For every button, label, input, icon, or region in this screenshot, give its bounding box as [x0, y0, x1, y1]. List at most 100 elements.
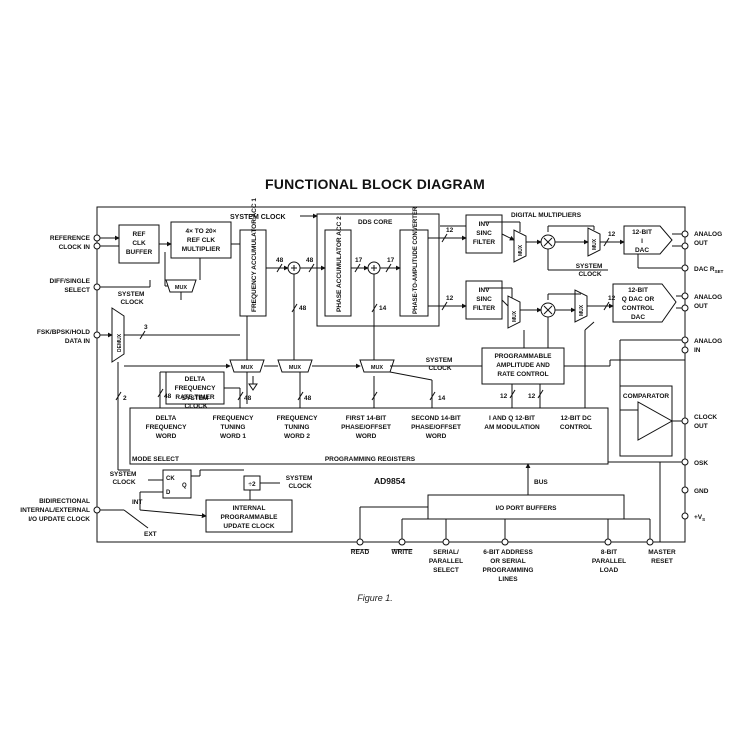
svg-text:MULTIPLIER: MULTIPLIER — [182, 246, 221, 253]
dac-i-block — [623, 225, 673, 255]
svg-text:4× TO 20×: 4× TO 20× — [186, 228, 217, 235]
svg-text:12: 12 — [608, 295, 616, 302]
mux-i-output — [587, 227, 601, 257]
bus-width-labels: 48 48 17 17 12 12 12 12 3 48 14 48 48 48… — [123, 227, 616, 402]
chip-outline — [96, 206, 686, 543]
svg-text:48: 48 — [304, 395, 312, 402]
mux-freq-1-label: MUX — [241, 365, 254, 371]
svg-text:48: 48 — [164, 393, 172, 400]
figure-caption: Figure 1. — [357, 593, 393, 603]
svg-text:INTERNAL: INTERNAL — [233, 505, 266, 512]
pin-dac-rset: DAC RSET — [694, 266, 724, 274]
programming-registers-block — [129, 407, 609, 465]
pin-write: WRITE — [392, 549, 414, 556]
svg-text:PROGRAMMABLE: PROGRAMMABLE — [220, 514, 278, 521]
inv-sinc-2-label: INV SINC FILTER — [473, 287, 496, 312]
ref-clk-multiplier-block — [170, 221, 232, 259]
dac-q-label: 12-BIT Q DAC OR CONTROL DAC — [622, 287, 655, 321]
svg-text:FREQUENCY: FREQUENCY — [175, 385, 216, 392]
system-clock-update: SYSTEM CLOCK — [286, 475, 315, 490]
svg-text:12: 12 — [446, 227, 454, 234]
dac-q-block — [612, 283, 677, 323]
ref-clk-multiplier-label: 4× TO 20× REF CLK MULTIPLIER — [182, 228, 221, 253]
phase-accumulator-label: PHASE ACCUMULATOR ACC 2 — [336, 216, 343, 312]
svg-text:UPDATE CLOCK: UPDATE CLOCK — [223, 523, 274, 530]
svg-text:DELTA: DELTA — [185, 376, 206, 383]
svg-text:2: 2 — [123, 395, 127, 402]
svg-text:INV: INV — [479, 221, 491, 228]
dds-core-label: DDS CORE — [358, 219, 393, 226]
svg-text:PROGRAMMABLE: PROGRAMMABLE — [494, 353, 552, 360]
svg-text:12: 12 — [446, 295, 454, 302]
svg-text:Q DAC OR: Q DAC OR — [622, 296, 655, 303]
svg-text:DAC: DAC — [631, 314, 645, 321]
svg-text:48: 48 — [244, 395, 252, 402]
dds-core-block — [316, 213, 440, 327]
programming-registers-label: PROGRAMMING REGISTERS — [325, 456, 416, 463]
dac-i-label: 12-BIT I DAC — [632, 229, 652, 254]
system-clock-timer: SYSTEM CLOCK — [182, 395, 211, 410]
internal-update-clock-label: INTERNAL PROGRAMMABLE UPDATE CLOCK — [220, 505, 278, 530]
svg-text:3: 3 — [144, 324, 148, 331]
mux-i-label: MUX — [518, 244, 524, 256]
svg-text:RATE CONTROL: RATE CONTROL — [497, 371, 548, 378]
ref-clk-buffer-label: REF CLK BUFFER — [126, 231, 153, 256]
comparator-symbol — [637, 401, 674, 441]
mux-i-channel — [513, 229, 527, 263]
frequency-accumulator-block — [239, 229, 267, 317]
chip-name: AD9854 — [374, 476, 405, 486]
svg-text:12-BIT: 12-BIT — [628, 287, 648, 294]
mux-freq-2-label: MUX — [289, 365, 302, 371]
svg-text:12: 12 — [528, 393, 536, 400]
svg-text:REF: REF — [133, 231, 146, 238]
svg-text:AMPLITUDE AND: AMPLITUDE AND — [496, 362, 550, 369]
pin-vs: +VS — [694, 514, 705, 522]
ff-ck-label: CK — [166, 476, 175, 482]
svg-text:INV: INV — [479, 287, 491, 294]
mux-refclk-label: MUX — [175, 285, 188, 291]
delta-frequency-timer-label: DELTA FREQUENCY RATE TIMER — [175, 376, 216, 401]
ff-q-label: Q — [182, 483, 187, 489]
svg-text:12: 12 — [608, 231, 616, 238]
system-clock-mid: SYSTEM CLOCK — [576, 263, 605, 278]
svg-text:SINC: SINC — [476, 296, 492, 303]
inv-sinc-1-label: INV SINC FILTER — [473, 221, 496, 246]
svg-text:FILTER: FILTER — [473, 305, 496, 312]
demux-label: DEMUX — [117, 333, 123, 352]
svg-text:14: 14 — [379, 305, 387, 312]
mux-refclk — [165, 279, 197, 293]
int-label: INT — [132, 499, 143, 506]
svg-text:17: 17 — [387, 257, 395, 264]
mux-q-out-label: MUX — [579, 304, 585, 316]
pin-osk: OSK — [694, 460, 708, 467]
mux-q-channel — [507, 295, 521, 329]
mux-freq-1 — [229, 359, 265, 373]
svg-text:48: 48 — [276, 257, 284, 264]
svg-text:17: 17 — [355, 257, 363, 264]
mux-phase-label: MUX — [371, 365, 384, 371]
phase-to-amplitude-label: PHASE-TO-AMPLITUDE CONVERTER — [413, 206, 419, 314]
svg-text:I: I — [641, 238, 643, 245]
